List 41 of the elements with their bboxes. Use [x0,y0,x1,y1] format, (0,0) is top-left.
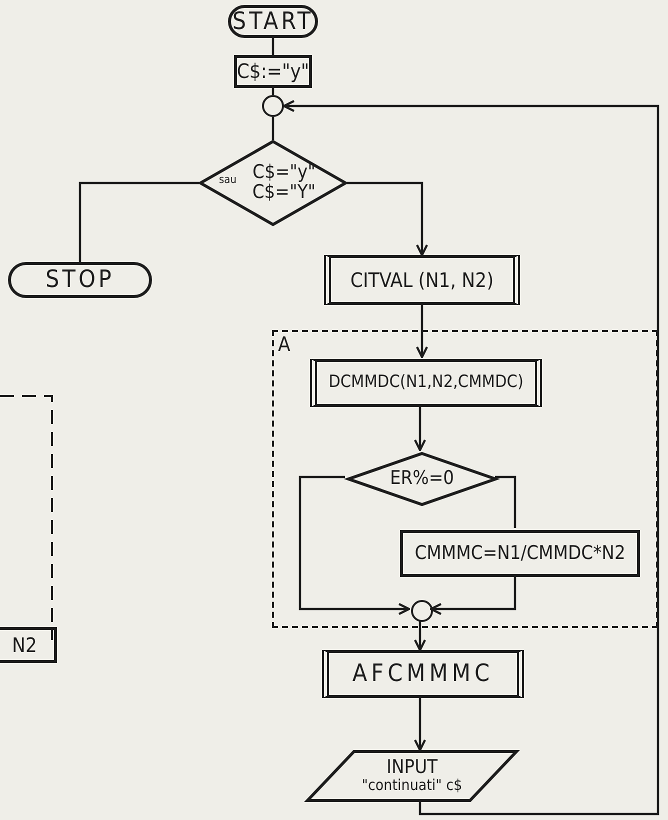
terminator-label: START [232,8,314,34]
decision-diamond [199,140,347,226]
statement-text: C$:="y" [236,61,310,82]
arrow [416,305,428,358]
statement-text: AFCMMMC [352,661,494,687]
statement-text: DCMMDC(N1,N2,CMMDC) [328,374,524,392]
connector-line [272,38,274,55]
condition-text: C$="Y" [252,183,316,203]
condition-text: ER%=0 [390,469,454,489]
subroutine-box [310,359,542,407]
arrow [414,698,426,752]
statement-text: N2 [12,634,37,656]
subroutine-box [322,650,524,698]
arrow [414,405,426,452]
process-box [400,530,640,577]
arrow [347,182,428,256]
statement-text: CMMMC=N1/CMMDC*N2 [414,544,626,564]
process-box [0,627,57,663]
terminator-label: STOP [46,267,114,293]
connector-line [272,88,274,95]
stop-terminator [8,262,152,298]
connector-line [495,476,516,528]
connector-circle [411,600,433,622]
input-parallelogram [306,750,518,802]
arrow [282,100,660,816]
condition-text: C$="y" [252,163,316,183]
connector-line [272,117,274,140]
dashed-group-frame [272,330,658,628]
arrow [414,620,426,652]
decision-diamond [347,452,497,506]
group-label: A [278,334,290,355]
arrow [430,575,516,616]
statement-text: CITVAL (N1, N2) [350,270,494,290]
prompt-text: "continuati" c$ [362,778,462,794]
operator-label: sau [219,174,236,186]
arrow [298,476,410,616]
process-box [234,55,312,88]
subroutine-box [324,255,520,305]
connector-line [78,182,199,262]
input-label: INPUT [386,758,438,778]
connector-circle [262,95,284,117]
